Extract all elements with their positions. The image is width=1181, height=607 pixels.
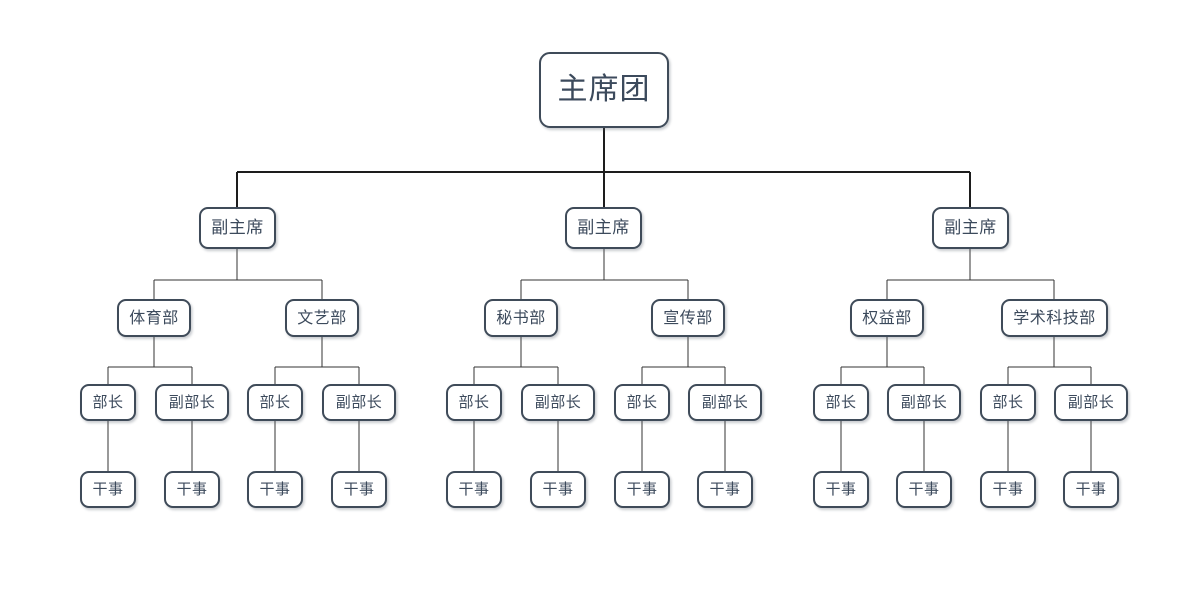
root-node-label: 主席团 (557, 72, 651, 107)
head-node[interactable]: 副部长 (1054, 384, 1128, 421)
department-node[interactable]: 秘书部 (484, 299, 558, 337)
head-node[interactable]: 副部长 (887, 384, 961, 421)
staff-node-label: 干事 (709, 480, 741, 498)
staff-node[interactable]: 干事 (164, 471, 220, 508)
head-node-label: 部长 (259, 393, 291, 411)
staff-node[interactable]: 干事 (813, 471, 869, 508)
staff-node[interactable]: 干事 (896, 471, 952, 508)
department-node-label: 权益部 (862, 308, 912, 327)
vice-chair-node-label: 副主席 (577, 217, 630, 238)
department-node-label: 体育部 (129, 308, 179, 327)
vice-chair-node[interactable]: 副主席 (932, 207, 1009, 249)
head-node-label: 副部长 (900, 393, 948, 411)
staff-node-label: 干事 (1075, 480, 1107, 498)
staff-node-label: 干事 (343, 480, 375, 498)
head-node[interactable]: 部长 (813, 384, 869, 421)
staff-node-label: 干事 (908, 480, 940, 498)
staff-node[interactable]: 干事 (80, 471, 136, 508)
head-node-label: 部长 (825, 393, 857, 411)
root-node: 主席团 (539, 52, 669, 128)
head-node[interactable]: 部长 (614, 384, 670, 421)
head-node-label: 部长 (992, 393, 1024, 411)
staff-node-label: 干事 (176, 480, 208, 498)
staff-node[interactable]: 干事 (446, 471, 502, 508)
staff-node-label: 干事 (542, 480, 574, 498)
department-node-label: 学术科技部 (1013, 308, 1096, 327)
staff-node-label: 干事 (259, 480, 291, 498)
head-node-label: 部长 (626, 393, 658, 411)
head-node[interactable]: 副部长 (521, 384, 595, 421)
head-node[interactable]: 部长 (980, 384, 1036, 421)
staff-node-label: 干事 (626, 480, 658, 498)
department-node[interactable]: 文艺部 (285, 299, 359, 337)
department-node[interactable]: 宣传部 (651, 299, 725, 337)
staff-node-label: 干事 (92, 480, 124, 498)
staff-node[interactable]: 干事 (980, 471, 1036, 508)
vice-chair-node-label: 副主席 (944, 217, 997, 238)
head-node-label: 副部长 (335, 393, 383, 411)
staff-node[interactable]: 干事 (614, 471, 670, 508)
head-node-label: 副部长 (168, 393, 216, 411)
staff-node[interactable]: 干事 (1063, 471, 1119, 508)
head-node[interactable]: 副部长 (322, 384, 396, 421)
department-node-label: 文艺部 (297, 308, 347, 327)
staff-node[interactable]: 干事 (331, 471, 387, 508)
department-node[interactable]: 权益部 (850, 299, 924, 337)
head-node[interactable]: 部长 (446, 384, 502, 421)
staff-node-label: 干事 (992, 480, 1024, 498)
staff-node[interactable]: 干事 (530, 471, 586, 508)
staff-node-label: 干事 (825, 480, 857, 498)
head-node[interactable]: 部长 (247, 384, 303, 421)
vice-chair-node-label: 副主席 (211, 217, 264, 238)
head-node-label: 副部长 (534, 393, 582, 411)
staff-node[interactable]: 干事 (697, 471, 753, 508)
head-node[interactable]: 副部长 (688, 384, 762, 421)
vice-chair-node[interactable]: 副主席 (565, 207, 642, 249)
vice-chair-node[interactable]: 副主席 (199, 207, 276, 249)
department-node-label: 宣传部 (663, 308, 713, 327)
department-node[interactable]: 学术科技部 (1001, 299, 1108, 337)
head-node-label: 副部长 (701, 393, 749, 411)
head-node[interactable]: 副部长 (155, 384, 229, 421)
head-node-label: 部长 (92, 393, 124, 411)
department-node[interactable]: 体育部 (117, 299, 191, 337)
head-node-label: 副部长 (1067, 393, 1115, 411)
department-node-label: 秘书部 (496, 308, 546, 327)
head-node-label: 部长 (458, 393, 490, 411)
staff-node[interactable]: 干事 (247, 471, 303, 508)
staff-node-label: 干事 (458, 480, 490, 498)
head-node[interactable]: 部长 (80, 384, 136, 421)
